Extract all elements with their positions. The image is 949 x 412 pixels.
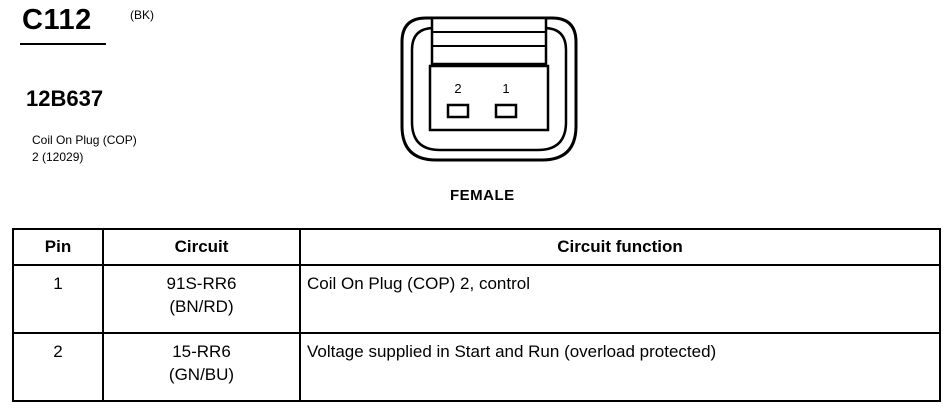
table-row: 1 91S-RR6 (BN/RD) Coil On Plug (COP) 2, … xyxy=(12,264,941,334)
header-pin: Pin xyxy=(12,228,104,266)
cell-circuit-function: Coil On Plug (COP) 2, control xyxy=(299,264,941,334)
cell-circuit: 15-RR6 (GN/BU) xyxy=(102,332,301,402)
connector-housing-outer xyxy=(400,16,578,162)
circuit-number: 91S-RR6 xyxy=(166,274,237,293)
connector-description: Coil On Plug (COP) 2 (12029) xyxy=(32,132,137,166)
circuit-color: (BN/RD) xyxy=(169,297,234,316)
terminal-pin-2 xyxy=(446,103,470,119)
part-number: 12B637 xyxy=(26,86,104,111)
circuit-number: 15-RR6 xyxy=(172,342,231,361)
table-header-row: Pin Circuit Circuit function xyxy=(12,228,941,266)
description-line-1: Coil On Plug (COP) xyxy=(32,133,137,147)
header-circuit: Circuit xyxy=(102,228,301,266)
terminal-cavity xyxy=(428,64,550,132)
connector-latch xyxy=(430,16,548,66)
connector-id-underline xyxy=(20,43,106,45)
table-row: 2 15-RR6 (GN/BU) Voltage supplied in Sta… xyxy=(12,332,941,402)
pin-label-1: 1 xyxy=(502,81,509,96)
cell-circuit: 91S-RR6 (BN/RD) xyxy=(102,264,301,334)
pinout-table: Pin Circuit Circuit function 1 91S-RR6 (… xyxy=(12,228,941,402)
connector-face-diagram: 2 1 xyxy=(400,16,578,162)
connector-id: C112 xyxy=(22,4,92,36)
terminal-pin-1 xyxy=(494,103,518,119)
circuit-color: (GN/BU) xyxy=(168,365,235,384)
pin-label-2: 2 xyxy=(454,81,461,96)
connector-housing-inner xyxy=(410,26,568,152)
cell-pin: 1 xyxy=(12,264,104,334)
connector-color-code: (BK) xyxy=(130,8,154,22)
description-line-2: 2 (12029) xyxy=(32,150,84,164)
header-circuit-function: Circuit function xyxy=(299,228,941,266)
cell-circuit-function: Voltage supplied in Start and Run (overl… xyxy=(299,332,941,402)
cell-pin: 2 xyxy=(12,332,104,402)
connector-gender-label: FEMALE xyxy=(450,187,515,204)
